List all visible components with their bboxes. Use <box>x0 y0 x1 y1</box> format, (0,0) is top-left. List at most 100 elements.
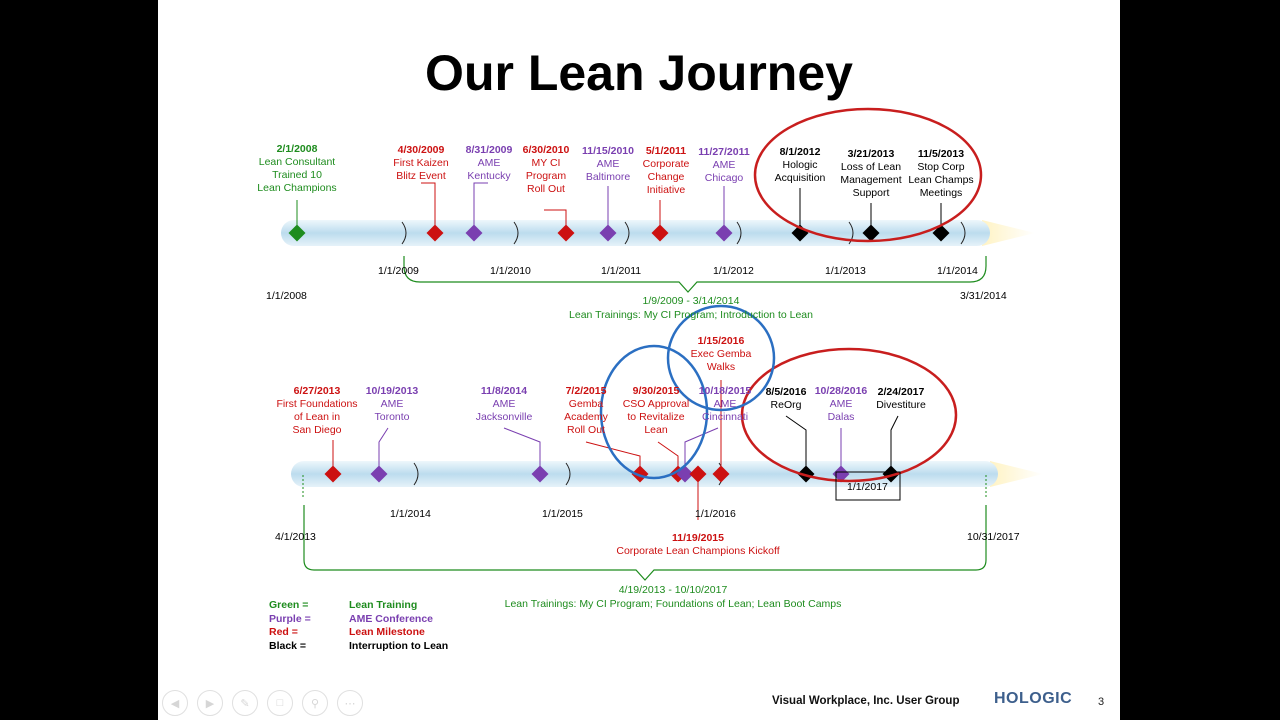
event-marker <box>465 224 483 242</box>
range-label: Lean Trainings: My CI Program; Foundatio… <box>504 598 842 610</box>
event-marker <box>288 224 306 242</box>
event-marker <box>862 224 880 242</box>
axis-label: 1/1/2012 <box>713 265 754 277</box>
annotation-circle-blue-left <box>599 344 709 480</box>
event-marker <box>426 224 444 242</box>
event-text: Exec Gemba Walks <box>690 348 752 373</box>
event-2010-myci-rollout: 6/30/2010 MY CI Program Roll Out <box>516 144 576 196</box>
timeline-graphic <box>281 107 1043 581</box>
zoom-icon[interactable]: ⚲ <box>302 690 328 716</box>
next-icon[interactable]: ▶ <box>197 690 223 716</box>
event-date: 11/19/2015 <box>672 532 724 544</box>
leader-line <box>473 182 488 226</box>
event-2014-ame-jacksonville: 11/8/2014 AME Jacksonville <box>469 385 539 424</box>
range-dates: 4/19/2013 - 10/10/2017 <box>618 584 728 596</box>
leader-line <box>421 182 436 226</box>
event-date: 2/24/2017 <box>877 386 925 398</box>
event-text: AME Kentucky <box>467 157 511 182</box>
timeline-start: 4/1/2013 <box>275 531 316 543</box>
event-marker <box>370 465 388 483</box>
event-date: 7/2/2015 <box>565 385 607 397</box>
annotation-circle-red-top <box>753 107 983 243</box>
footer-text: Visual Workplace, Inc. User Group <box>772 695 960 707</box>
legend-row-black: Black = Interruption to Lean <box>269 640 448 654</box>
slides-icon[interactable]: □ <box>267 690 293 716</box>
range-label: Lean Trainings: My CI Program; Introduct… <box>569 309 813 321</box>
year-tick <box>413 462 419 486</box>
year-tick <box>848 221 854 245</box>
event-text: Corporate Change Initiative <box>642 158 690 196</box>
event-text: Gemba Academy Roll Out <box>564 398 608 436</box>
axis-label: 1/1/2011 <box>601 265 642 277</box>
timeline-end: 10/31/2017 <box>967 531 1020 543</box>
event-date: 5/1/2011 <box>645 145 687 157</box>
event-2015-ame-cincinnati: 10/18/2015 AME Cincinnati <box>692 385 758 424</box>
event-2013-ame-toronto: 10/19/2013 AME Toronto <box>359 385 425 424</box>
previous-icon[interactable]: ◀ <box>162 690 188 716</box>
event-2009-ame-kentucky: 8/31/2009 AME Kentucky <box>459 144 519 183</box>
annotation-circle-red-bottom <box>740 347 958 483</box>
axis-label: 1/1/2013 <box>825 265 866 277</box>
event-2008-lean-consultant: 2/1/2008 Lean Consultant Trained 10 Lean… <box>257 143 337 195</box>
event-date: 8/31/2009 <box>465 144 513 156</box>
leader-line <box>785 415 807 466</box>
slide: Our Lean Journey 2/1/2008 Lean Consultan… <box>158 0 1120 720</box>
leader-line <box>378 427 389 466</box>
event-text: First Foundations of Lean in San Diego <box>276 398 358 436</box>
event-2016-reorg: 8/5/2016 ReOrg <box>758 386 814 412</box>
legend-key: Green = <box>269 599 309 611</box>
year-tick <box>565 462 571 486</box>
legend-key: Purple = <box>269 612 311 625</box>
legend-value: Interruption to Lean <box>349 639 449 652</box>
axis-label: 1/1/2014 <box>390 508 431 520</box>
event-date: 11/15/2010 <box>582 145 634 157</box>
event-text: Hologic Acquisition <box>774 159 826 184</box>
pen-icon[interactable]: ✎ <box>232 690 258 716</box>
event-2009-first-kaizen: 4/30/2009 First Kaizen Blitz Event <box>386 144 456 183</box>
range-bracket-1 <box>403 256 987 293</box>
year-tick <box>624 221 630 245</box>
training-range-2: 4/19/2013 - 10/10/2017 Lean Trainings: M… <box>463 584 883 610</box>
event-2013-foundations-san-diego: 6/27/2013 First Foundations of Lean in S… <box>266 385 368 437</box>
legend-key: Red = <box>269 626 298 638</box>
event-marker <box>531 465 549 483</box>
event-2012-hologic-acquisition: 8/1/2012 Hologic Acquisition <box>769 146 831 185</box>
event-date: 3/21/2013 <box>847 148 895 160</box>
timeline-start: 1/1/2008 <box>266 290 307 302</box>
event-text: MY CI Program Roll Out <box>525 157 567 195</box>
event-date: 10/28/2016 <box>814 385 868 397</box>
event-text: AME Cincinnati <box>701 398 749 423</box>
event-date: 2/1/2008 <box>276 143 318 155</box>
event-text: ReOrg <box>770 399 802 411</box>
event-date: 6/30/2010 <box>522 144 570 156</box>
hologic-logo: HOLOGIC <box>994 690 1073 707</box>
event-text: Lean Consultant Trained 10 Lean Champion… <box>257 156 337 194</box>
legend-row-purple: Purple = AME Conference <box>269 613 448 627</box>
training-range-1: 1/9/2009 - 3/14/2014 Lean Trainings: My … <box>538 295 844 321</box>
timeline-arrow-tip <box>990 461 1043 487</box>
event-date: 9/30/2015 <box>632 385 680 397</box>
event-marker <box>557 224 575 242</box>
event-marker <box>797 465 815 483</box>
event-marker <box>832 465 850 483</box>
event-date: 10/18/2015 <box>698 385 752 397</box>
legend-row-green: Green = Lean Training <box>269 599 448 613</box>
event-marker <box>599 224 617 242</box>
event-2013-stop-corp-meetings: 11/5/2013 Stop Corp Lean Champs Meetings <box>906 148 976 200</box>
event-marker <box>324 465 342 483</box>
slide-title: Our Lean Journey <box>425 45 853 101</box>
event-2013-loss-of-support: 3/21/2013 Loss of Lean Management Suppor… <box>836 148 906 200</box>
axis-label-2017: 1/1/2017 <box>847 481 888 493</box>
more-icon[interactable]: ⋯ <box>337 690 363 716</box>
event-text: Divestiture <box>876 399 926 411</box>
event-text: Corporate Lean Champions Kickoff <box>616 545 780 557</box>
leader-line <box>890 415 899 466</box>
event-marker <box>712 465 730 483</box>
event-date: 8/1/2012 <box>779 146 821 158</box>
event-2017-divestiture: 2/24/2017 Divestiture <box>868 386 934 412</box>
range-dates: 1/9/2009 - 3/14/2014 <box>642 295 740 307</box>
year-tick <box>401 221 407 245</box>
event-date: 11/8/2014 <box>480 385 528 397</box>
axis-label: 1/1/2016 <box>695 508 736 520</box>
event-text: First Kaizen Blitz Event <box>393 157 449 182</box>
